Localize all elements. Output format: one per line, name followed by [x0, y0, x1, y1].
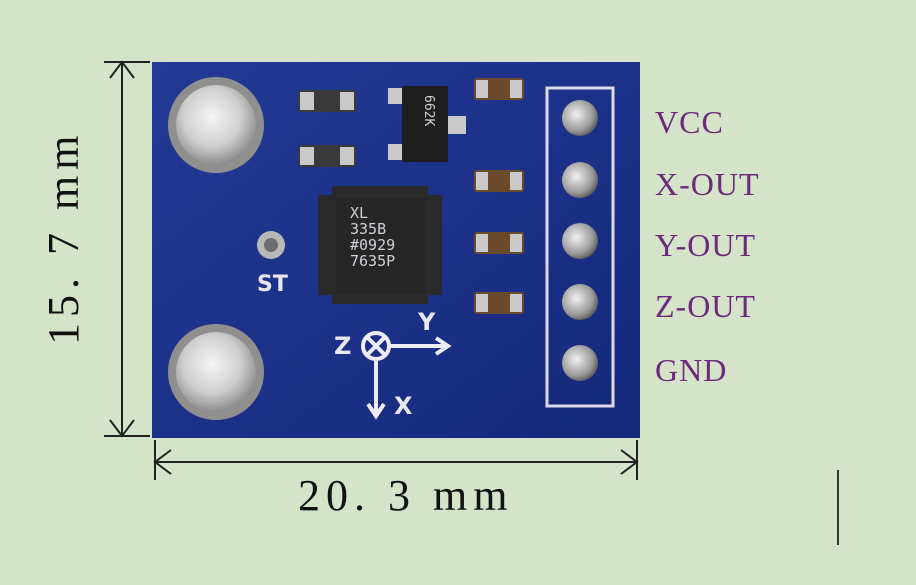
pin-label-gnd: GND — [655, 352, 728, 388]
st-label: ST — [257, 272, 288, 297]
pin-label-z-out: Z-OUT — [655, 288, 756, 324]
axis-symbol — [361, 331, 452, 420]
chip-line: #0929 — [350, 236, 396, 254]
dimension-lines — [104, 60, 839, 545]
accelerometer-chip — [318, 186, 442, 304]
axis-y-label: Y — [418, 308, 436, 336]
pin-label-y-out: Y-OUT — [655, 227, 756, 263]
header-pins — [562, 100, 598, 381]
header-outline — [545, 86, 615, 408]
width-dimension: 20. 3 mm — [298, 471, 514, 520]
smd-resistors — [298, 78, 524, 314]
pin-label-x-out: X-OUT — [655, 166, 760, 202]
regulator-marking: 662K — [421, 95, 436, 127]
chip-line: 7635P — [350, 252, 396, 270]
chip-marking: XL 335B #0929 7635P — [350, 205, 395, 269]
chip-line: XL — [350, 204, 369, 222]
axis-x-label: X — [394, 392, 413, 420]
chip-line: 335B — [350, 220, 387, 238]
pin-label-vcc: VCC — [655, 104, 724, 140]
height-dimension: 15. 7 mm — [39, 129, 88, 345]
axis-z-label: Z — [334, 332, 352, 360]
regulator-chip — [388, 86, 466, 162]
